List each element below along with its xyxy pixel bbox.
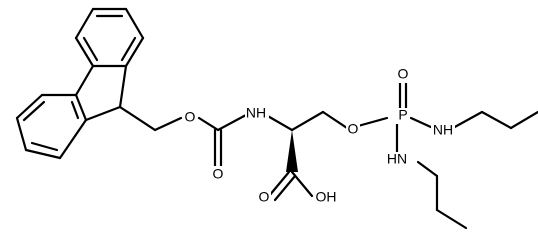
atom-labels: O O NH O P O NH HN OH O	[183, 66, 455, 205]
phosphoramide-hn-label: HN	[387, 151, 407, 167]
ether-oxygen-label: O	[348, 121, 359, 137]
acid-hydroxyl-label: OH	[316, 189, 337, 205]
phosphoramide-nh-label: NH	[433, 122, 453, 138]
serine-backbone	[264, 110, 352, 202]
propyl-chains	[416, 110, 538, 230]
fluorene-five-ring	[74, 64, 128, 122]
carbonyl-oxygen-label: O	[213, 166, 224, 182]
fluorene-upper-ring	[74, 7, 145, 68]
phosphoramidate	[356, 76, 435, 154]
fluorene-lower-ring	[15, 93, 88, 160]
carbamate-linker	[118, 105, 248, 170]
amide-nh-label: NH	[246, 105, 266, 121]
phosphoryl-oxygen-label: O	[398, 66, 409, 82]
phosphorus-label: P	[398, 107, 407, 123]
acid-carbonyl-oxygen-label: O	[259, 189, 270, 205]
wedge-bond	[286, 130, 298, 172]
carbamate-oxygen-label: O	[185, 109, 196, 125]
